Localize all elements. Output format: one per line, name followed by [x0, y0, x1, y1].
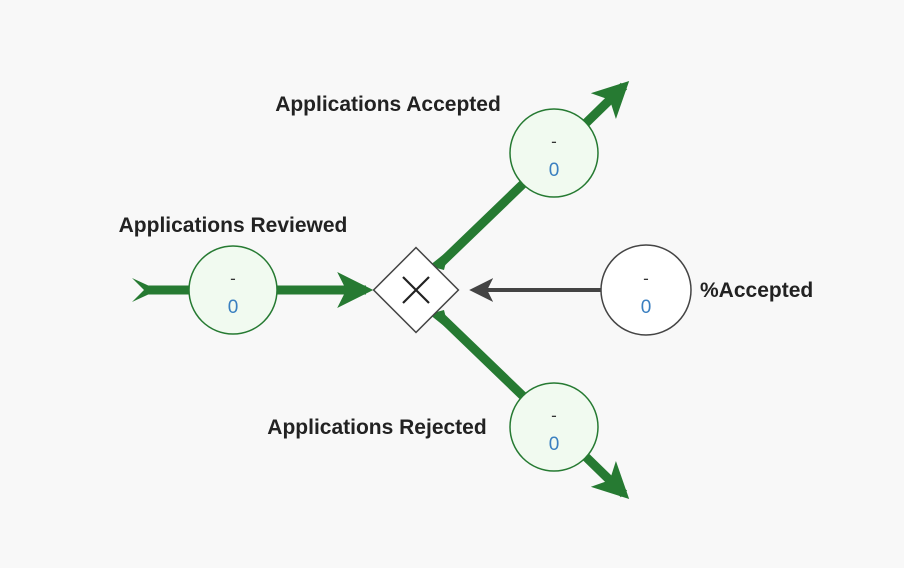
- variable-pct-accepted[interactable]: - 0: [600, 244, 692, 336]
- outflow-rejected[interactable]: [582, 453, 630, 500]
- stock-reviewed-dash: -: [230, 269, 236, 288]
- stock-accepted-value: 0: [549, 160, 560, 181]
- flow-gateway-to-accepted[interactable]: [438, 179, 528, 266]
- stock-applications-accepted[interactable]: - 0: [509, 108, 599, 198]
- variable-pct-accepted-value: 0: [641, 297, 652, 318]
- label-applications-accepted: Applications Accepted: [275, 93, 501, 116]
- stock-rejected-dash: -: [551, 406, 557, 425]
- label-applications-reviewed: Applications Reviewed: [119, 214, 348, 237]
- outflow-accepted[interactable]: [582, 80, 630, 127]
- stock-applications-rejected[interactable]: - 0: [509, 382, 599, 472]
- label-applications-rejected: Applications Rejected: [267, 416, 486, 439]
- label-pct-accepted: %Accepted: [700, 279, 813, 302]
- decision-gateway[interactable]: [372, 246, 460, 334]
- stock-applications-reviewed[interactable]: - 0: [188, 245, 278, 335]
- variable-pct-accepted-dash: -: [643, 269, 649, 288]
- stock-rejected-value: 0: [549, 434, 560, 455]
- stock-reviewed-value: 0: [228, 297, 239, 318]
- x-icon: [402, 276, 430, 304]
- flow-gateway-to-rejected[interactable]: [438, 314, 528, 401]
- stock-accepted-dash: -: [551, 132, 557, 151]
